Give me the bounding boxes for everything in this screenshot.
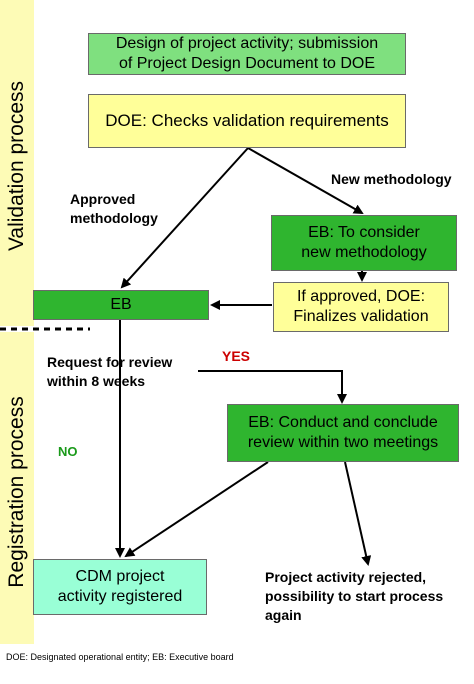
rejected-line-2: possibility to start process: [265, 588, 444, 604]
eb-consider-box: EB: To consider new methodology: [271, 215, 457, 271]
arrow-review-to-rejected: [344, 461, 372, 566]
arrow-review-to-registered: [124, 461, 269, 558]
doe-checks-text: DOE: Checks validation requirements: [105, 111, 389, 130]
new-methodology-label: New methodology: [331, 171, 452, 187]
design-submission-box: Design of project activity; submission o…: [88, 33, 406, 75]
approved-line-2: methodology: [70, 210, 158, 226]
doe-checks-box: DOE: Checks validation requirements: [88, 94, 406, 148]
request-line-2: within 8 weeks: [47, 373, 146, 389]
approved-methodology-label: Approved methodology: [70, 190, 158, 228]
registration-band: [0, 332, 34, 644]
if-approved-box: If approved, DOE: Finalizes validation: [273, 282, 449, 332]
design-line-2: of Project Design Document to DOE: [118, 55, 376, 72]
cdm-registered-box: CDM project activity registered: [33, 559, 207, 615]
arrow-doe-to-eb: [120, 147, 249, 289]
arrow-doe-to-eb-consider: [247, 147, 364, 214]
if-approved-line-1: If approved, DOE:: [296, 288, 426, 305]
rejected-line-3: again: [265, 607, 302, 623]
eb-review-box: EB: Conduct and conclude review within t…: [227, 404, 459, 462]
arrow-request-to-review: [198, 370, 347, 404]
cdm-registered-line-1: CDM project: [75, 568, 165, 585]
eb-box: EB: [33, 290, 209, 320]
if-approved-line-2: Finalizes validation: [293, 308, 429, 325]
design-line-1: Design of project activity; submission: [115, 35, 379, 52]
cdm-registered-line-2: activity registered: [57, 588, 183, 605]
eb-review-line-1: EB: Conduct and conclude: [248, 414, 438, 431]
footnote: DOE: Designated operational entity; EB: …: [6, 652, 234, 662]
eb-consider-line-2: new methodology: [301, 244, 427, 261]
rejected-label: Project activity rejected, possibility t…: [265, 568, 443, 625]
eb-review-line-2: review within two meetings: [247, 434, 439, 451]
rejected-line-1: Project activity rejected,: [265, 569, 427, 585]
request-review-label: Request for review within 8 weeks: [47, 353, 172, 391]
validation-band: [0, 0, 34, 326]
request-line-1: Request for review: [47, 354, 173, 370]
eb-text: EB: [110, 296, 132, 313]
yes-label: YES: [222, 348, 251, 364]
approved-line-1: Approved: [70, 191, 136, 207]
eb-consider-line-1: EB: To consider: [308, 224, 420, 241]
no-label: NO: [58, 444, 78, 459]
